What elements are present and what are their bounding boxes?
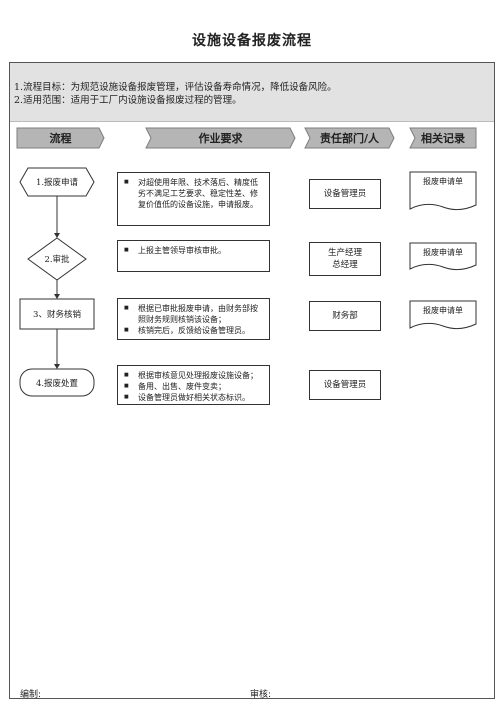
document-shape	[409, 300, 477, 330]
requirement-item: 设备管理员做好相关状态标识。	[124, 392, 263, 403]
record-label: 报废申请单	[423, 177, 463, 186]
record-label: 报废申请单	[423, 306, 463, 315]
header-arrow-shape	[145, 127, 296, 149]
requirement-item: 备用、出售、废件变卖；	[124, 381, 263, 392]
requirement-box: 对超使用年限、技术落后、精度低劣不满足工艺要求、稳定性差、修复价值低的设备设施，…	[117, 172, 270, 226]
step-label-finance: 3、财务核销	[33, 310, 81, 320]
requirement-item: 根据审核意见处理报废设施设备；	[124, 370, 263, 381]
header-arrow-shape	[304, 127, 395, 149]
step-label-dispose: 4.报废处置	[35, 378, 79, 389]
header-requirements: 作业要求	[198, 132, 243, 145]
document-shape	[409, 171, 477, 211]
department-box: 设备管理员	[309, 179, 381, 209]
requirement-box: 根据审核意见处理报废设施设备； 备用、出售、废件变卖； 设备管理员做好相关状态标…	[117, 365, 270, 405]
editor-label: 编制:	[20, 690, 42, 700]
arrow-head	[54, 364, 60, 369]
header-records: 相关记录	[421, 132, 465, 145]
arrow-head	[54, 233, 60, 238]
requirement-item: 对超使用年限、技术落后、精度低劣不满足工艺要求、稳定性差、修复价值低的设备设施，…	[124, 177, 263, 210]
process-rect-shape	[19, 298, 95, 330]
requirement-item: 核销完后，反馈给设备管理员。	[124, 325, 263, 336]
department-box: 生产经理 总经理	[309, 242, 381, 276]
page-frame	[9, 62, 495, 699]
header-arrow-shape	[409, 127, 477, 149]
step-label-apply: 1.报废申请	[35, 178, 79, 188]
header-department: 责任部门/人	[319, 132, 380, 145]
start-hexagon-shape	[19, 167, 95, 197]
requirement-box: 上报主管领导审核审批。	[117, 240, 270, 272]
department-box: 设备管理员	[309, 370, 381, 400]
reviewer-label: 审核:	[250, 690, 272, 700]
arrow-head	[54, 294, 60, 299]
requirement-box: 根据已审批报废申请，由财务部按照财务规则核销该设备； 核销完后，反馈给设备管理员…	[117, 298, 270, 340]
header-process: 流程	[49, 132, 72, 145]
goal-line: 2.适用范围：适用于工厂内设施设备报废过程的管理。	[14, 95, 242, 106]
document-shape	[409, 242, 477, 271]
record-label: 报废申请单	[423, 248, 463, 257]
requirement-item: 上报主管领导审核审批。	[124, 245, 263, 256]
page-title: 设施设备报废流程	[192, 33, 312, 49]
goals-panel: 1.流程目标：为规范设施设备报废管理，评估设备寿命情况，降低设备风险。 2.适用…	[10, 63, 494, 122]
header-arrow-shape	[16, 127, 105, 149]
goal-line: 1.流程目标：为规范设施设备报废管理，评估设备寿命情况，降低设备风险。	[14, 82, 337, 93]
requirement-item: 根据已审批报废申请，由财务部按照财务规则核销该设备；	[124, 303, 263, 325]
step-label-approve: 2.审批	[44, 255, 70, 265]
department-box: 财务部	[309, 301, 381, 331]
